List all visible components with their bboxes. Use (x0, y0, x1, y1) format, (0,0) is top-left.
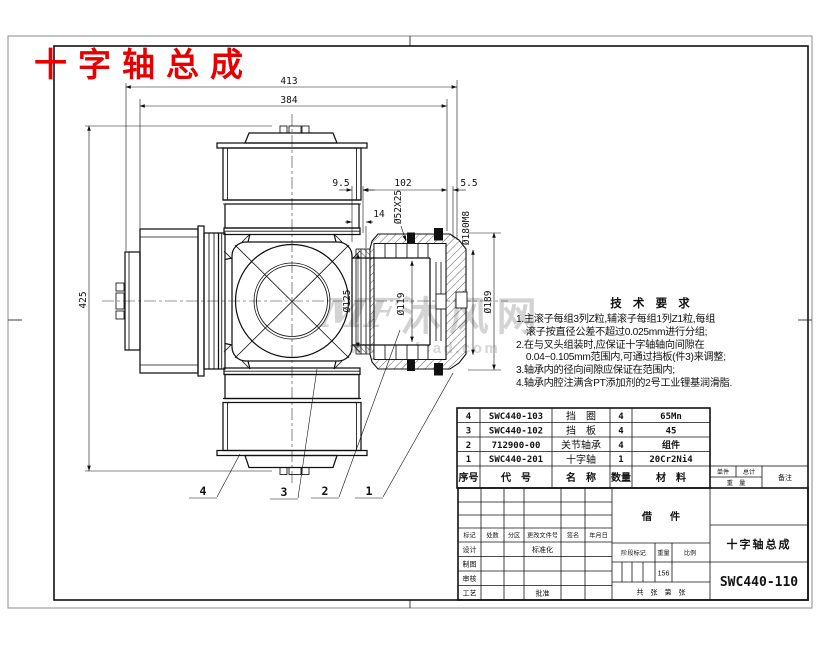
tech-req-title: 技 术 要 求 (610, 298, 694, 310)
tb-file: 更改文件号 (527, 532, 558, 540)
svg-text:20Cr2Ni4: 20Cr2Ni4 (649, 454, 693, 465)
journal (352, 257, 447, 346)
dimensions: 413 384 425 9.5 102 5.5 (78, 76, 501, 472)
balloon-3: 3 (281, 485, 288, 499)
svg-text:2: 2 (466, 441, 471, 451)
title-block: 标记 处数 分区 更改文件号 签名 年月日 设计 标准化 制图 审核 工艺 批准… (457, 487, 809, 601)
tb-drawing-no: SWC440-110 (720, 575, 798, 590)
bom-row: 2 712900-00 关节轴承 4 组件 (466, 439, 680, 452)
svg-text:1: 1 (466, 455, 471, 465)
bom-table: 单件 总计 重 量 备注 4 SWC440-103 挡 圈 4 65Mn 3 S… (456, 407, 809, 489)
balloon-2: 2 (322, 484, 329, 498)
svg-text:数量: 数量 (611, 471, 631, 484)
tb-weight: 重量 (657, 549, 669, 557)
tb-standardize: 标准化 (532, 545, 553, 554)
technical-requirements: 技 术 要 求 1.主滚子每组3列Z粒,辅滚子每组1列Z1粒,每组 滚子按直径公… (516, 295, 788, 391)
right-bearing-section (352, 228, 468, 376)
dim-5-5: 5.5 (460, 178, 477, 189)
cross-body (223, 233, 361, 370)
page-title: 十字轴总成 (34, 46, 254, 83)
center-bore-outer (234, 243, 350, 359)
tech-req-line: 滚子按直径公差不超过0.025mm进行分组; (516, 326, 708, 338)
svg-text:4: 4 (466, 412, 472, 422)
tb-mark: 标记 (463, 532, 475, 540)
tb-sign: 签名 (567, 532, 579, 540)
cap-bolt (455, 291, 468, 309)
tech-req-line: 3.轴承内的径向间隙应保证在范围内; (516, 365, 675, 377)
dim-d119: Ø119 (396, 292, 407, 315)
tb-weight-value: 156 (658, 571, 670, 578)
watermark-name: 沐风网 (400, 295, 545, 339)
tb-process: 工艺 (463, 590, 477, 598)
dim-102: 102 (394, 178, 411, 189)
dim-9-5: 9.5 (332, 178, 349, 189)
dim-d189: Ø189 (483, 290, 494, 313)
tb-count: 处数 (486, 532, 499, 540)
svg-text:3: 3 (466, 426, 471, 436)
tb-sheets: 共 张 第 张 (637, 588, 686, 597)
tb-part-title: 十字轴总成 (727, 537, 792, 551)
dim-roller: Ø52X25 (393, 190, 404, 224)
tech-req-line: 2.在与叉头组装时,应保证十字轴轴向间隙在 (516, 339, 705, 351)
svg-text:组件: 组件 (662, 439, 680, 451)
bom-header-row: 序号 代 号 名 称 数量 材 料 (459, 471, 687, 484)
tb-check: 审核 (463, 574, 477, 583)
balloon-1: 1 (366, 484, 373, 498)
dim-425: 425 (78, 291, 89, 308)
bom-wb-remark: 备注 (778, 473, 792, 482)
svg-text:十字轴: 十字轴 (566, 453, 596, 466)
part-balloons: 4 3 2 1 (189, 329, 454, 500)
svg-text:1: 1 (618, 455, 623, 465)
svg-text:SWC440-103: SWC440-103 (489, 412, 543, 422)
svg-text:712900-00: 712900-00 (492, 441, 541, 451)
bom-wb-weight: 重 量 (727, 479, 746, 487)
tb-design: 设计 (463, 545, 477, 554)
svg-text:45: 45 (666, 426, 677, 436)
bottom-trunnion (216, 360, 368, 475)
top-trunnion (216, 125, 368, 243)
svg-text:65Mn: 65Mn (660, 412, 682, 422)
left-trunnion (115, 225, 233, 377)
svg-text:4: 4 (618, 412, 624, 422)
svg-text:名 称: 名 称 (566, 471, 596, 484)
tb-spare: 借 件 (641, 510, 684, 523)
svg-text:挡 板: 挡 板 (566, 424, 596, 437)
svg-text:挡 圈: 挡 圈 (566, 410, 596, 423)
svg-text:序号: 序号 (459, 471, 479, 484)
bom-wb-unit: 单件 (717, 468, 729, 476)
tb-stage: 阶段标记 (621, 549, 646, 557)
dim-384: 384 (280, 95, 297, 106)
dim-14: 14 (373, 209, 385, 220)
tb-scale: 比例 (684, 549, 696, 557)
tb-zone: 分区 (508, 532, 520, 540)
balloon-4: 4 (200, 484, 207, 498)
svg-text:SWC440-102: SWC440-102 (489, 426, 543, 436)
svg-text:关节轴承: 关节轴承 (561, 439, 601, 452)
tech-req-line: 1.主滚子每组3列Z粒,辅滚子每组1列Z1粒,每组 (516, 314, 716, 325)
svg-text:代 号: 代 号 (500, 471, 531, 484)
tb-approve: 批准 (536, 589, 550, 598)
svg-text:SWC440-201: SWC440-201 (489, 455, 543, 465)
tb-draw: 制图 (463, 560, 477, 569)
svg-text:4: 4 (618, 426, 624, 436)
tb-date: 年月日 (589, 532, 608, 540)
bom-row: 4 SWC440-103 挡 圈 4 65Mn (466, 410, 682, 423)
tech-req-line: 0.04~0.105mm范围内,可通过挡板(件3)来调整; (516, 352, 726, 364)
needle-rollers (373, 243, 429, 360)
svg-text:材 料: 材 料 (656, 471, 686, 484)
dim-413: 413 (280, 76, 297, 87)
dim-d180: Ø180M8 (461, 211, 472, 246)
bom-row: 1 SWC440-201 十字轴 1 20Cr2Ni4 (466, 453, 693, 466)
sheet-border (7, 35, 813, 609)
bom-row: 3 SWC440-102 挡 板 4 45 (466, 424, 677, 437)
tech-req-line: 4.轴承内腔注满含PT添加剂的2号工业锂基润滑脂. (516, 377, 733, 389)
svg-text:4: 4 (618, 441, 624, 451)
dim-d125: Ø125 (342, 290, 353, 313)
bom-wb-total: 总计 (743, 468, 755, 476)
